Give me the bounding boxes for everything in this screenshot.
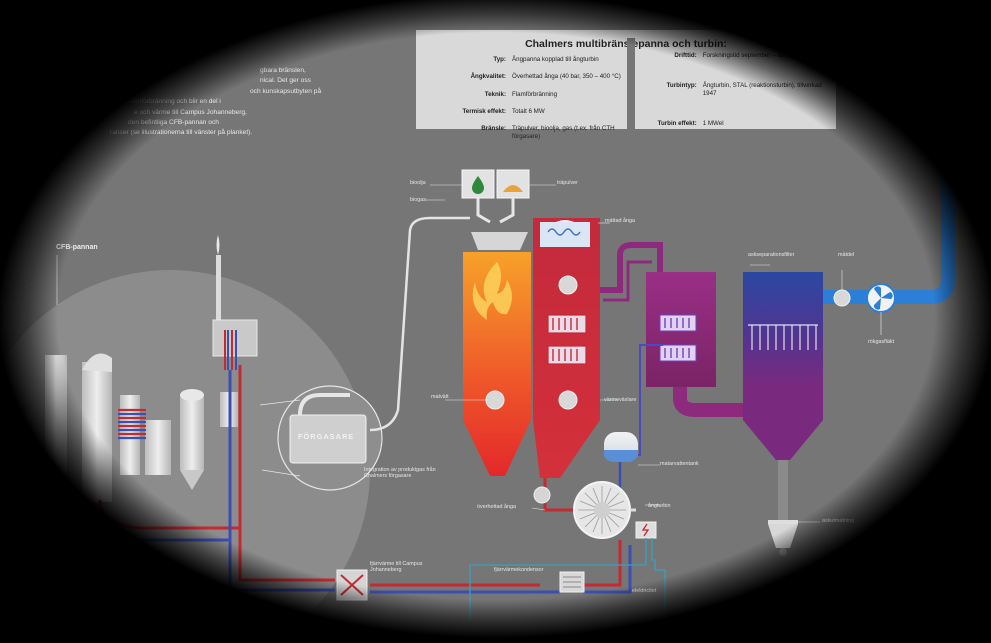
label-fjarrvarme: fjärrvärme till Campus Johanneberg [370, 561, 423, 574]
steam-drum [540, 222, 590, 247]
spec-key: Bränsle: [481, 125, 506, 133]
spec-key: Typ: [493, 56, 506, 63]
label-matdel: mätdel [838, 252, 855, 258]
intro-line: ranser (se illustrationerna till vänster… [110, 129, 253, 137]
label-varmevaxlare: värmeväxlare [604, 397, 637, 403]
spec-value: 1 MWel [702, 119, 724, 127]
label-integration: Integration av pro­duktgas från Chalmers… [364, 467, 436, 480]
valve-icon-2 [533, 486, 551, 504]
label-trapulver: träpulver [557, 180, 578, 186]
spec-key: Ångkvalitet: [470, 73, 506, 81]
label-rokgasflakt: rökgasfläkt [868, 339, 895, 345]
label-matvatt: matvätt [431, 394, 449, 400]
label-angturbin: ångturbin [648, 503, 671, 509]
spec-key: Drifttid: [674, 52, 697, 59]
label-forgasare: FÖRGASARE [298, 432, 355, 441]
label-fjarrvarmekondensor: fjärrvärmekondensor [494, 567, 544, 573]
intro-text: gbara bränslen, nical. Det ger oss och k… [110, 66, 321, 139]
label-cfb: CFB-pannan [56, 244, 98, 251]
label-askseparation: askseparationsfilter [748, 252, 795, 258]
intro-line: gbara bränslen, [260, 67, 306, 74]
label-matarvattentank: matarvattentank [660, 461, 699, 467]
label-askutmatning: askutmatning [822, 518, 855, 524]
intro-line: e och värme till Campus Johanneberg, [134, 108, 247, 116]
matdel-icon [833, 289, 851, 307]
label-bioolja: bioolja [410, 180, 426, 186]
burner [471, 232, 528, 250]
label-mattad-anga: mättad ånga [605, 218, 635, 224]
intro-line: nical. Det ger oss [260, 77, 311, 85]
info-panel: Chalmers multibränslepanna och turbin: T… [416, 30, 836, 148]
spec-key: Turbintyp: [666, 82, 697, 90]
spec-key: Teknik: [484, 90, 506, 98]
intro-line: den befintliga CFB-pannan och [128, 119, 219, 127]
spec-value: Forskningstid september – april [702, 52, 790, 59]
label-elektricitet: elektricitet [632, 588, 657, 594]
spec-value: Ångturbin, STAL (reaktionsturbin), tillv… [702, 82, 822, 97]
spec-list-left: Typ: Ångpanna kopplad till ångturbin Ångk… [416, 50, 627, 148]
spec-value: Träpulver, bioolja, gas (t.ex. från CTH … [512, 125, 615, 140]
label-overhettad-anga: överhettad ånga [477, 504, 516, 510]
intro-line: och kunskapsutbyten på [250, 87, 322, 95]
trapulver-box [496, 169, 530, 199]
spec-value: Ångpanna kopplad till ångturbin [512, 56, 599, 63]
askseparationsfilter [743, 272, 823, 387]
spec-key: Termisk effekt: [462, 107, 506, 115]
spec-value: Totalt 6 MW [512, 107, 545, 115]
intro-line: pen flamförbränning och blir en del i [116, 98, 221, 106]
spec-list-right: Drifttid: Forskningstid september – april… [635, 50, 836, 148]
spec-value: Flamförbränning [512, 90, 558, 98]
spec-value: Överhettad ånga (40 bar, 350 – 400 °C) [512, 73, 621, 81]
spec-key: Turbin effekt: [657, 119, 697, 127]
label-biogas: biogas [410, 197, 426, 203]
